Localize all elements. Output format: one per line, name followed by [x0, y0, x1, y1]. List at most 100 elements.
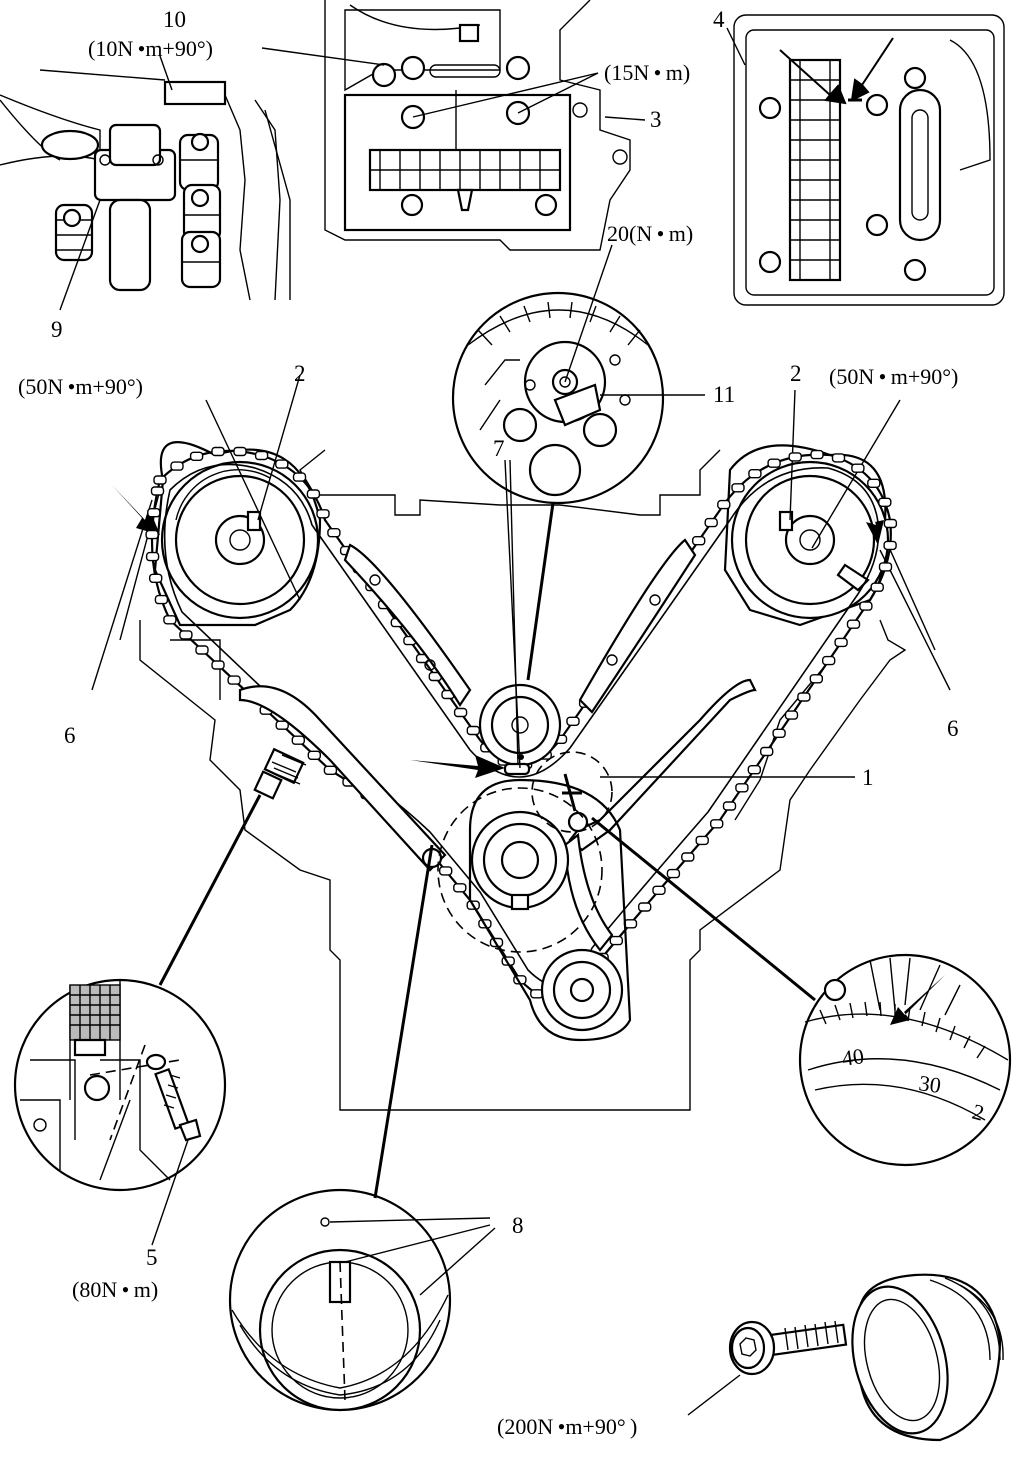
chain-link	[195, 645, 209, 655]
chain-link	[170, 461, 184, 471]
label-2-left: 2	[294, 361, 306, 386]
label-11: 11	[713, 382, 735, 407]
chain-link	[154, 594, 169, 605]
valve-springs-right	[178, 132, 222, 289]
chain-link	[735, 783, 749, 793]
chain-link	[859, 601, 873, 611]
chain-link	[453, 707, 468, 718]
chain-link	[851, 463, 865, 473]
torque-10: (10N •m+90°)	[88, 36, 213, 61]
torque-50-right: (50N • m+90°)	[829, 364, 958, 389]
inset-tensioner	[13, 978, 227, 1246]
chain-link	[306, 489, 321, 499]
chain-link	[179, 630, 193, 640]
chain-link	[878, 562, 893, 572]
inset-degree-scale	[798, 953, 1012, 1167]
chain-link	[275, 459, 289, 469]
chain-link	[566, 716, 580, 726]
chain-link	[717, 499, 731, 510]
valve-springs-left	[54, 203, 94, 262]
left-cam-sprocket	[91, 374, 322, 691]
inset-sprocket-bolt	[451, 291, 665, 681]
intermediate-sprocket	[410, 683, 562, 778]
leader-lines	[159, 27, 855, 778]
chain-link	[233, 446, 247, 457]
torque-80: (80N • m)	[72, 1277, 158, 1302]
label-4: 4	[713, 7, 725, 32]
chain-link	[189, 451, 204, 461]
chain-link	[883, 540, 897, 551]
chain-link	[809, 674, 823, 684]
chain-link	[211, 446, 225, 457]
crank-bolt-and-pulley	[687, 1273, 1004, 1442]
chain-link	[784, 710, 799, 720]
chain-link	[291, 735, 305, 745]
torque-20: 20(N • m)	[607, 221, 693, 246]
chain-link	[883, 518, 898, 529]
label-5: 5	[146, 1245, 158, 1270]
chain-link	[810, 449, 824, 460]
chain-link	[163, 615, 177, 625]
chain-link	[316, 509, 330, 519]
label-2-right: 2	[790, 361, 802, 386]
chain-link	[867, 478, 881, 488]
chain-link	[609, 935, 623, 946]
chain-link	[878, 497, 892, 507]
chain-link	[439, 866, 453, 876]
chain-link	[710, 819, 724, 829]
chain-link	[145, 529, 159, 540]
chain-link	[147, 508, 161, 518]
chain-link	[307, 750, 321, 760]
chain-link	[211, 660, 225, 670]
chain-link	[323, 765, 338, 775]
chain-link	[731, 483, 745, 493]
label-7: 7	[493, 436, 505, 461]
chain-link	[846, 619, 861, 629]
torque-50-left: (50N •m+90°)	[18, 374, 143, 399]
chain-link	[145, 551, 160, 562]
chain-link	[150, 486, 165, 496]
scale-30: 30	[917, 1070, 942, 1098]
chain-link	[652, 885, 666, 895]
inset-camshaft-valves	[0, 69, 291, 311]
label-8: 8	[512, 1213, 524, 1238]
chain-link	[788, 452, 802, 462]
chain-link	[767, 458, 781, 468]
chain-link	[797, 692, 811, 702]
chain-link	[275, 720, 289, 730]
chain-guides	[158, 538, 816, 1002]
chain-link	[292, 472, 307, 482]
label-1: 1	[862, 765, 874, 790]
chain-link	[453, 883, 467, 893]
label-10: 10	[163, 7, 186, 32]
chain-link	[822, 655, 836, 666]
scale-40: 40	[840, 1043, 865, 1071]
lower-sprocket	[540, 948, 624, 1032]
label-9: 9	[51, 317, 63, 342]
chain-link	[831, 453, 846, 463]
label-6-left: 6	[64, 723, 76, 748]
chain-link	[466, 725, 480, 736]
chain-link	[748, 469, 762, 479]
inset-chain-housing	[733, 14, 1005, 306]
chain-link	[760, 746, 774, 757]
chain-link	[747, 765, 761, 775]
chain-link	[692, 536, 706, 546]
inset-crank-mark	[228, 844, 496, 1412]
label-6-right: 6	[947, 716, 959, 741]
engine-block	[139, 449, 907, 1111]
chain-link	[148, 573, 163, 583]
chain-link	[704, 517, 718, 528]
chain-link	[638, 902, 652, 912]
chain-link	[722, 801, 737, 811]
tensioner-bolt	[253, 747, 307, 800]
label-3: 3	[650, 107, 662, 132]
chain-link	[681, 852, 695, 862]
crank-sprocket	[470, 810, 570, 911]
chain-link	[834, 637, 848, 648]
inset-cover-plate	[324, 0, 631, 251]
chain-link	[666, 868, 681, 879]
text-labels: 10 (10N •m+90°) (15N • m) 3 4 20(N • m) …	[18, 7, 987, 1439]
chain-link	[227, 675, 241, 685]
